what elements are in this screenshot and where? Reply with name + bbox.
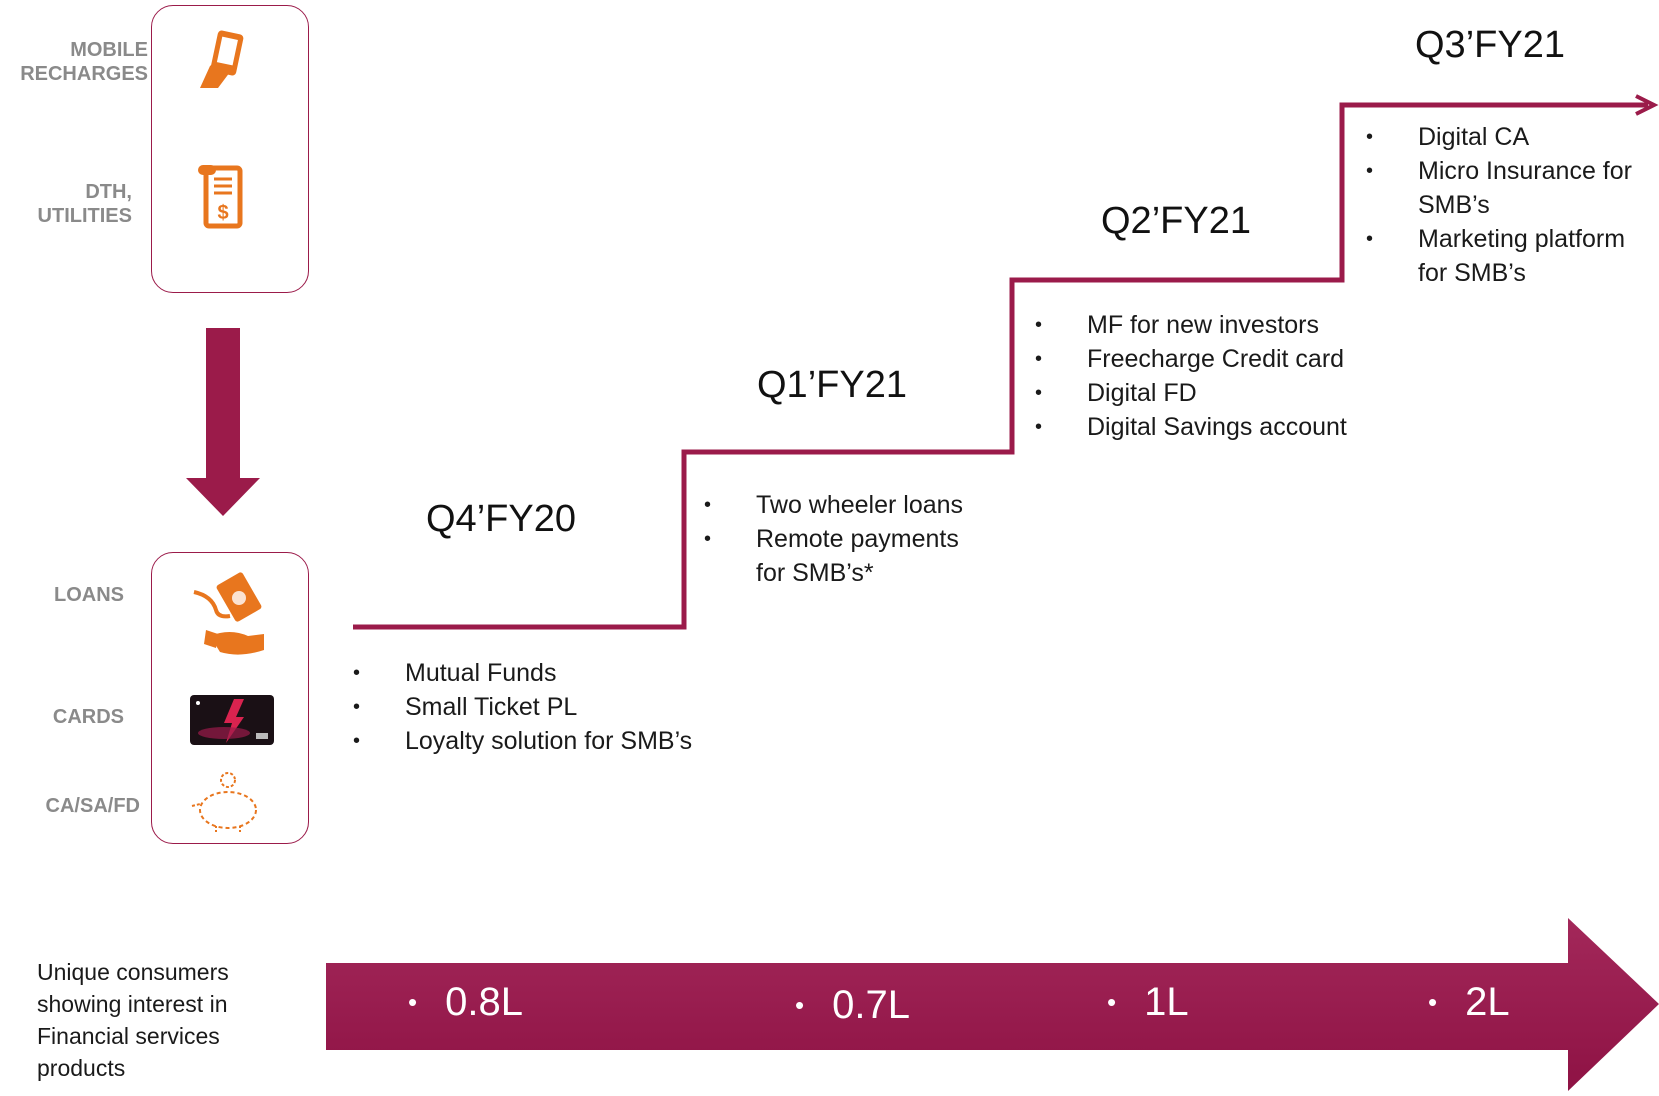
piggy-bank-icon: [186, 770, 270, 834]
list-item: Remote payments for SMB’s*: [704, 522, 1004, 590]
list-item: Digital CA: [1366, 120, 1659, 154]
consumers-arrow: [326, 918, 1659, 1091]
stage-list-q2-fy21: MF for new investors Freecharge Credit c…: [1035, 308, 1435, 444]
svg-text:$: $: [217, 202, 228, 224]
credit-card-icon: [190, 695, 274, 745]
stage-title-q3-fy21: Q3’FY21: [1415, 24, 1565, 66]
category-label-mobile-recharges: MOBILE RECHARGES: [20, 39, 148, 85]
list-item: Loyalty solution for SMB’s: [353, 724, 773, 758]
timeline-staircase: [353, 94, 1659, 630]
list-item: Digital Savings account: [1035, 410, 1435, 444]
consumers-value-q4-fy20: • 0.8L: [408, 980, 523, 1025]
value-text: 1L: [1144, 980, 1189, 1024]
list-item: Two wheeler loans: [704, 488, 1004, 522]
stage-list-q4-fy20: Mutual Funds Small Ticket PL Loyalty sol…: [353, 656, 773, 758]
value-text: 0.8L: [445, 980, 523, 1024]
consumers-label: Unique consumers showing interest in Fin…: [37, 959, 229, 1081]
list-item: Small Ticket PL: [353, 690, 773, 724]
hand-money-icon: [190, 570, 270, 662]
consumers-value-q2-fy21: • 1L: [1107, 980, 1189, 1025]
down-arrow-icon: [186, 328, 260, 516]
mobile-phone-icon: [196, 30, 256, 90]
value-text: 0.7L: [832, 983, 910, 1027]
category-label-cards: CARDS: [52, 706, 124, 728]
stage-title-q4-fy20: Q4’FY20: [426, 498, 576, 540]
list-item: Digital FD: [1035, 376, 1435, 410]
bullet-dot: •: [408, 987, 418, 1017]
stage-list-q3-fy21: Digital CA Micro Insurance for SMB’s Mar…: [1366, 120, 1659, 290]
category-label-dth-utilities: DTH, UTILITIES: [37, 181, 132, 227]
list-item: MF for new investors: [1035, 308, 1435, 342]
list-item: Micro Insurance for SMB’s: [1366, 154, 1659, 222]
value-text: 2L: [1465, 980, 1510, 1024]
consumers-value-q3-fy21: • 2L: [1428, 980, 1510, 1025]
bill-receipt-icon: $: [198, 165, 244, 229]
category-label-loans: LOANS: [54, 584, 124, 606]
stage-list-q1-fy21: Two wheeler loans Remote payments for SM…: [704, 488, 1004, 590]
bullet-dot: •: [1107, 987, 1117, 1017]
list-item: Marketing platform for SMB’s: [1366, 222, 1659, 290]
consumers-value-q1-fy21: • 0.7L: [795, 983, 910, 1028]
list-item: Mutual Funds: [353, 656, 773, 690]
bullet-dot: •: [1428, 987, 1438, 1017]
list-item: Freecharge Credit card: [1035, 342, 1435, 376]
bullet-dot: •: [795, 990, 805, 1020]
stage-title-q1-fy21: Q1’FY21: [757, 364, 907, 406]
stage-title-q2-fy21: Q2’FY21: [1101, 200, 1251, 242]
category-label-ca-sa-fd: CA/SA/FD: [45, 795, 140, 817]
